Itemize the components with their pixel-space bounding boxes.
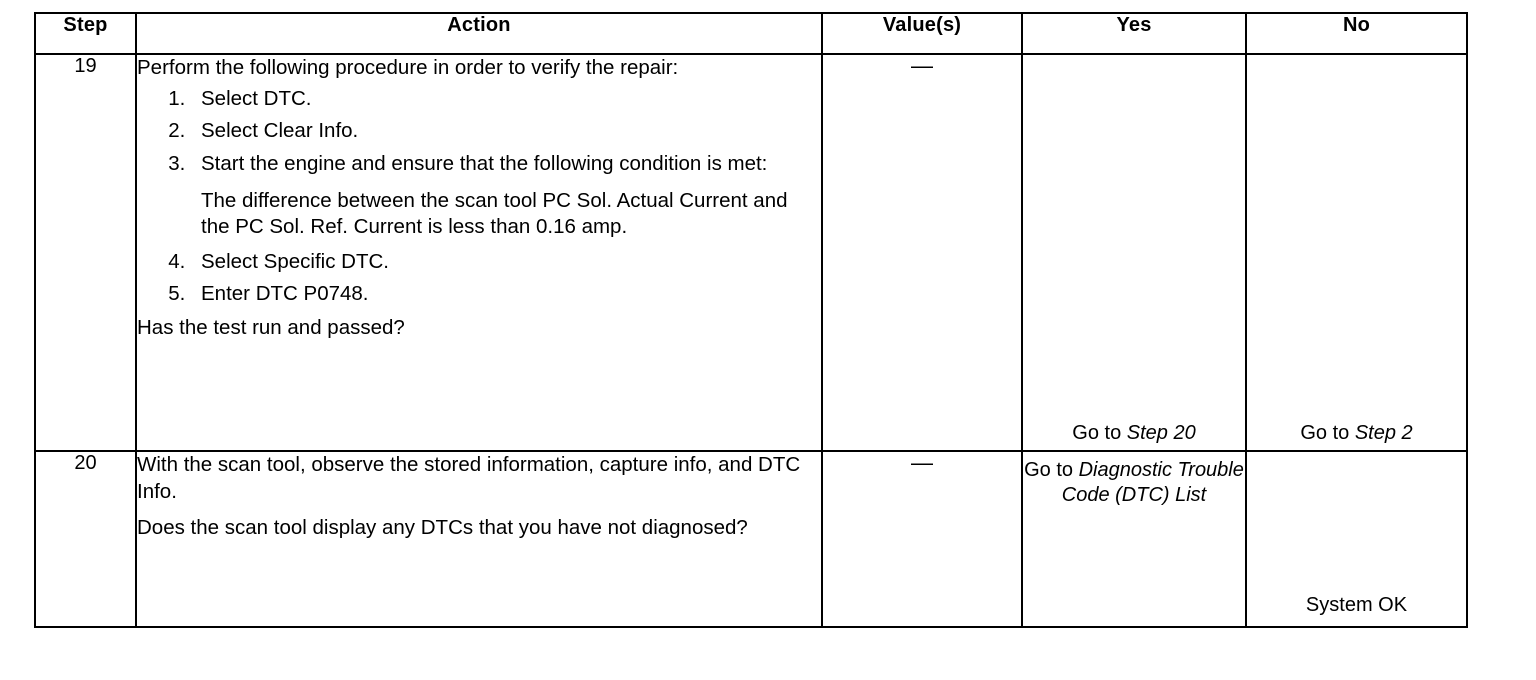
action-question-text: Has the test run and passed?: [137, 316, 405, 340]
action-step-list: Select DTC. Select Clear Info. Start the…: [137, 86, 821, 308]
value-dash: —: [911, 450, 933, 475]
system-ok-label: System OK: [1305, 594, 1408, 616]
list-item-text: Start the engine and ensure that the fol…: [201, 151, 768, 175]
goto-target-link[interactable]: Step 20: [1126, 422, 1196, 444]
no-cell: Go to Step 2: [1245, 53, 1468, 452]
yes-cell: Go to Step 20: [1021, 53, 1247, 452]
column-header-action: Action: [135, 12, 823, 55]
column-header-no: No: [1245, 12, 1468, 55]
value-cell: —: [821, 450, 1023, 628]
table-header: Step Action Value(s) Yes No: [34, 12, 1468, 55]
action-intro-text: Perform the following procedure in order…: [137, 56, 679, 79]
no-branch-result: System OK: [1247, 593, 1466, 618]
action-intro-text: With the scan tool, observe the stored i…: [137, 453, 801, 503]
list-item: Select Clear Info.: [191, 118, 821, 145]
goto-prefix-label: Go to: [1024, 459, 1079, 481]
no-cell: System OK: [1245, 450, 1468, 628]
yes-cell: Go to Diagnostic Trouble Code (DTC) List: [1021, 450, 1247, 628]
list-item: Start the engine and ensure that the fol…: [191, 151, 821, 241]
value-dash: —: [911, 53, 933, 78]
goto-target-link[interactable]: Diagnostic Trouble Code (DTC) List: [1061, 459, 1244, 506]
condition-note: The difference between the scan tool PC …: [201, 188, 788, 239]
column-header-value: Value(s): [821, 12, 1023, 55]
yes-branch-reference: Go to Step 20: [1023, 421, 1245, 446]
action-content: Perform the following procedure in order…: [135, 53, 823, 452]
table-row: 19 Perform the following procedure in or…: [34, 53, 1468, 452]
value-cell: —: [821, 53, 1023, 452]
diagnostic-procedure-table: Step Action Value(s) Yes No 19 Perform t…: [34, 12, 1468, 628]
list-item: Select Specific DTC.: [191, 249, 821, 276]
yes-branch-reference: Go to Diagnostic Trouble Code (DTC) List: [1023, 458, 1245, 508]
goto-target-link[interactable]: Step 2: [1354, 422, 1413, 444]
no-branch-reference: Go to Step 2: [1247, 421, 1466, 446]
table-body: 19 Perform the following procedure in or…: [34, 53, 1468, 628]
list-item: Select DTC.: [191, 86, 821, 113]
column-header-yes: Yes: [1021, 12, 1247, 55]
action-content: With the scan tool, observe the stored i…: [135, 450, 823, 628]
step-number: 19: [34, 53, 137, 452]
goto-prefix-label: Go to: [1300, 422, 1355, 444]
goto-prefix-label: Go to: [1072, 422, 1127, 444]
action-question-text: Does the scan tool display any DTCs that…: [137, 516, 748, 540]
list-item: Enter DTC P0748.: [191, 281, 821, 308]
header-row: Step Action Value(s) Yes No: [34, 12, 1468, 55]
table-row: 20 With the scan tool, observe the store…: [34, 450, 1468, 628]
step-number: 20: [34, 450, 137, 628]
column-header-step: Step: [34, 12, 137, 55]
